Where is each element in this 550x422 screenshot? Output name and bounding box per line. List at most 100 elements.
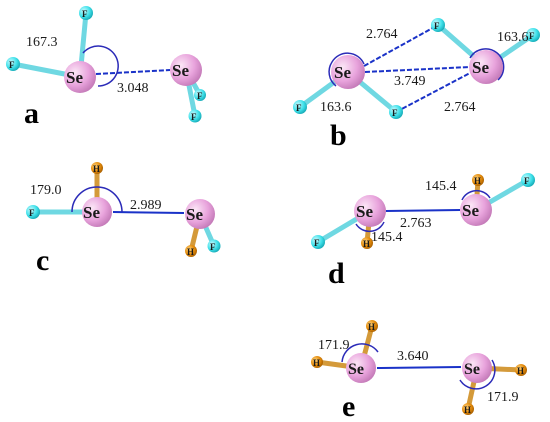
interaction-line (364, 66, 471, 73)
angle-value: 145.4 (425, 179, 457, 194)
atom-f-label: F (9, 60, 15, 70)
atom-se-label: Se (472, 58, 489, 77)
atom-h-label: H (93, 164, 100, 174)
interaction-line (385, 209, 461, 212)
atom-f (79, 6, 93, 20)
atom-se (469, 50, 503, 84)
angle-value: 171.9 (487, 390, 519, 405)
atom-f-label: F (82, 9, 88, 19)
panel-letter: c (36, 244, 49, 277)
atom-se-label: Se (83, 203, 100, 222)
atom-se (460, 194, 492, 226)
distance-value: 2.764 (444, 100, 476, 115)
atom-se (462, 353, 492, 383)
angle-arc (355, 221, 385, 233)
atom-se (185, 199, 215, 229)
atom-h (311, 356, 323, 368)
atom-f (389, 105, 403, 119)
atom-se-label: Se (356, 202, 373, 221)
atom-f-label: F (191, 112, 197, 122)
panel-letter: d (328, 257, 345, 290)
angle-arc (328, 52, 365, 87)
interaction-line (95, 69, 171, 75)
atom-se (82, 197, 112, 227)
distance-value: 3.640 (397, 349, 429, 364)
atom-se (354, 195, 386, 227)
atom-f-label: F (524, 176, 530, 186)
atom-f-label: F (296, 103, 302, 113)
atom-se-label: Se (348, 361, 364, 378)
atom-f (194, 89, 206, 101)
panel-letter: b (330, 119, 347, 152)
interaction-line (376, 366, 462, 369)
atom-h-label: H (368, 322, 375, 332)
atom-f-label: F (314, 238, 320, 248)
distance-value: 2.764 (366, 27, 398, 42)
atom-se (64, 61, 96, 93)
atom-h-label: H (517, 366, 524, 376)
atom-f (526, 28, 540, 42)
atom-h (91, 162, 103, 174)
angle-value: 179.0 (30, 183, 62, 198)
atom-h-label: H (464, 405, 471, 415)
atom-se-label: Se (186, 205, 203, 224)
panel-d: F Se H Se H F 145.4 2.763 145.4 d (311, 173, 535, 290)
atom-se-label: Se (172, 61, 189, 80)
atom-f (521, 173, 535, 187)
angle-value: 171.9 (318, 338, 350, 353)
atom-se-label: Se (464, 361, 480, 378)
atom-se (170, 54, 202, 86)
atom-h (185, 245, 197, 257)
atom-h-label: H (474, 176, 481, 186)
angle-value: 145.4 (371, 230, 403, 245)
panel-c: H F Se Se H F 179.0 2.989 c (26, 162, 221, 277)
angle-arc (71, 186, 123, 213)
atom-f (6, 57, 20, 71)
distance-value: 3.749 (394, 74, 426, 89)
angle-value: 167.3 (26, 35, 58, 50)
atom-h (361, 237, 373, 249)
distance-value: 2.989 (130, 198, 162, 213)
atom-se (346, 353, 376, 383)
angle-arc (341, 343, 379, 363)
panel-b: F F F F Se Se 2.764 163.6 3.749 163.6 2.… (293, 18, 540, 152)
atom-f (26, 205, 40, 219)
atom-f-label: F (434, 21, 440, 31)
angle-arc (82, 45, 119, 87)
atom-f (293, 100, 307, 114)
distance-value: 3.048 (117, 81, 149, 96)
atom-h-label: H (363, 239, 370, 249)
interaction-line (363, 24, 439, 67)
angle-value: 163.6 (320, 100, 352, 115)
atom-f-label: F (197, 91, 203, 101)
atom-h (472, 174, 484, 186)
atom-h (366, 320, 378, 332)
angle-value: 163.6 (497, 30, 529, 45)
atom-h-label: H (187, 247, 194, 257)
angle-arc (469, 48, 505, 81)
atom-f (431, 18, 445, 32)
panel-e: H H Se Se H H 171.9 3.640 171.9 e (311, 320, 527, 422)
atom-f-label: F (392, 108, 398, 118)
atom-f (311, 235, 325, 249)
atom-f-label: F (210, 242, 216, 252)
panel-a: F F Se Se F F 167.3 3.048 a (6, 6, 206, 130)
angle-arc (459, 359, 496, 390)
angle-arc (461, 189, 491, 201)
atom-h (515, 364, 527, 376)
atom-h-label: H (313, 358, 320, 368)
interaction-line (112, 211, 185, 214)
atom-se-label: Se (66, 68, 83, 87)
atom-f-label: F (29, 208, 35, 218)
atom-f-label: F (529, 31, 535, 41)
atom-f (207, 239, 221, 253)
distance-value: 2.763 (400, 216, 432, 231)
atom-f (188, 109, 202, 123)
atom-se-label: Se (334, 63, 351, 82)
atom-se (331, 55, 365, 89)
atom-se-label: Se (462, 201, 479, 220)
atom-h (462, 403, 474, 415)
panel-letter: e (342, 390, 355, 422)
panel-letter: a (24, 97, 39, 130)
